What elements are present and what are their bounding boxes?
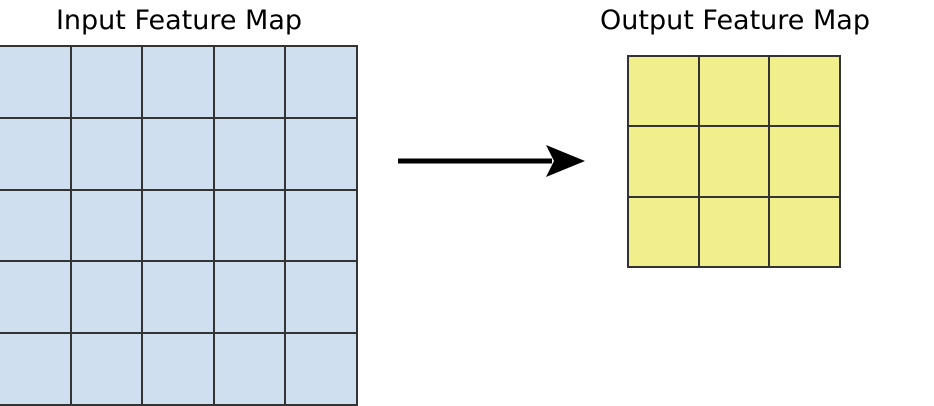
output-grid-cell — [629, 127, 698, 196]
output-grid-cell — [770, 197, 839, 266]
input-feature-map-grid — [0, 45, 358, 406]
input-grid-cell — [143, 47, 213, 117]
input-grid-cell — [286, 190, 356, 261]
output-feature-map-title: Output Feature Map — [600, 5, 870, 36]
output-grid-cell — [770, 57, 839, 126]
input-grid-cell — [286, 47, 356, 117]
input-grid-cell — [286, 262, 356, 333]
output-grid-cell — [699, 127, 769, 196]
input-grid-cell — [143, 118, 213, 189]
input-grid-cell — [143, 334, 213, 404]
input-grid-cell — [0, 118, 70, 189]
input-grid-cell — [214, 334, 285, 404]
output-grid-cell — [629, 57, 698, 126]
output-grid-cell — [699, 197, 769, 266]
output-feature-map-grid — [627, 55, 841, 268]
output-grid-cell — [699, 57, 769, 126]
input-grid-cell — [0, 47, 70, 117]
input-grid-cell — [214, 118, 285, 189]
input-grid-cell — [71, 262, 142, 333]
input-grid-cell — [286, 118, 356, 189]
input-grid-cell — [214, 47, 285, 117]
input-grid-cell — [71, 47, 142, 117]
input-grid-cell — [71, 118, 142, 189]
input-grid-cell — [214, 262, 285, 333]
input-grid-cell — [143, 190, 213, 261]
input-grid-cell — [286, 334, 356, 404]
input-grid-cell — [0, 334, 70, 404]
input-grid-cell — [71, 190, 142, 261]
output-grid-cell — [770, 127, 839, 196]
input-grid-cell — [214, 190, 285, 261]
input-grid-cell — [143, 262, 213, 333]
input-grid-cell — [71, 334, 142, 404]
output-grid-cell — [629, 197, 698, 266]
input-grid-cell — [0, 262, 70, 333]
input-feature-map-title: Input Feature Map — [55, 5, 303, 36]
transformation-arrow-icon — [398, 145, 585, 177]
input-grid-cell — [0, 190, 70, 261]
